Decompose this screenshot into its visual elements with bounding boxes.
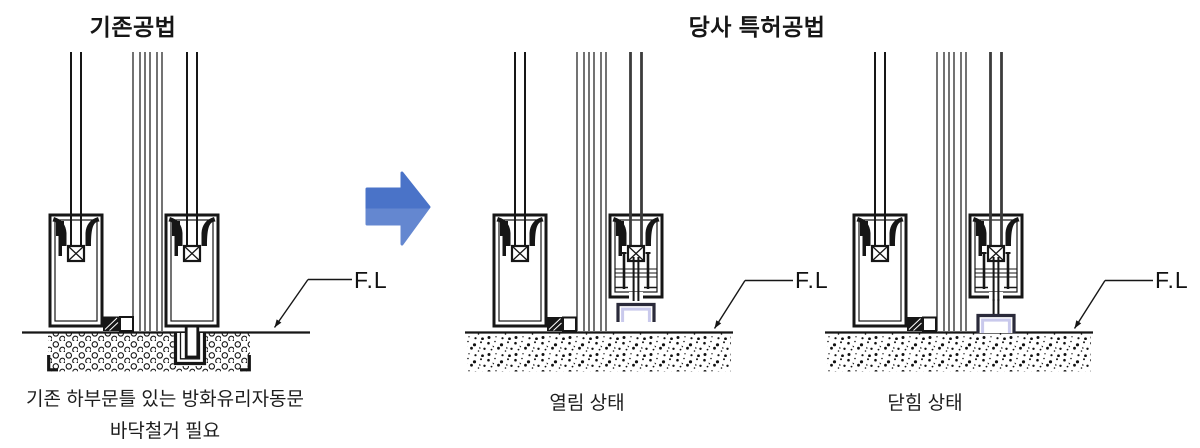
- floor-level-label-closed: F.L: [1155, 267, 1189, 293]
- existing-method-title: 기존공법: [89, 14, 177, 40]
- existing-method-caption: 기존 하부문틀 있는 방화유리자동문 바닥철거 필요: [15, 384, 315, 448]
- existing-method-diagram: [22, 50, 352, 372]
- patent-open-diagram: [465, 52, 793, 372]
- existing-caption-line1: 기존 하부문틀 있는 방화유리자동문: [25, 389, 305, 410]
- fixed-glass-lines: [132, 52, 163, 331]
- floor-level-label-existing: F.L: [354, 267, 388, 293]
- transition-arrow-icon: [365, 171, 431, 246]
- closed-state-caption: 닫힘 상태: [887, 393, 963, 414]
- floor-level-label-open: F.L: [795, 267, 829, 293]
- open-state-caption: 열림 상태: [549, 393, 625, 414]
- door-rail-profile-left: [48, 50, 104, 328]
- door-rail-profile-right: [164, 50, 220, 328]
- patent-method-title: 당사 특허공법: [688, 14, 826, 40]
- fl-leader-existing: [273, 278, 352, 328]
- drop-seal-bracket-raised: [616, 302, 656, 324]
- drop-seal-bracket-lowered: [976, 313, 1016, 335]
- floor-hatch-existing: [48, 333, 250, 372]
- patent-closed-diagram: [825, 52, 1153, 372]
- existing-caption-line2: 바닥철거 필요: [109, 421, 221, 442]
